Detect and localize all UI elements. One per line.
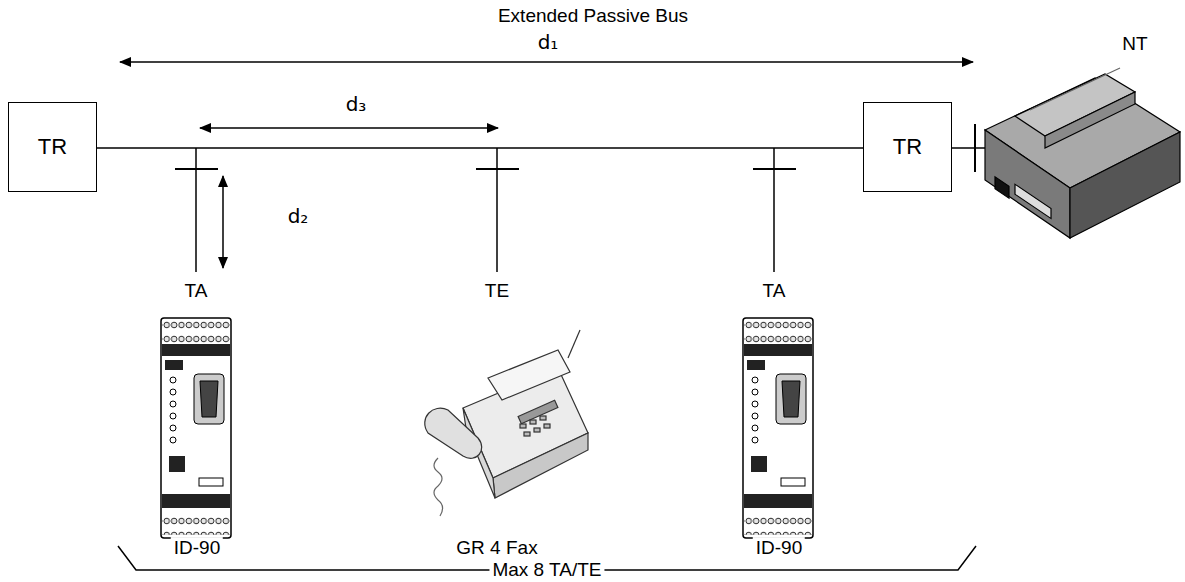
drawing-part bbox=[952, 147, 990, 149]
drawing-part bbox=[520, 424, 526, 428]
drawing-part bbox=[995, 177, 1009, 198]
drawing-part bbox=[200, 127, 498, 129]
drawing-part bbox=[540, 416, 546, 420]
drawing-part bbox=[434, 458, 443, 516]
drawing-part bbox=[120, 61, 973, 63]
drawing-part bbox=[534, 428, 540, 432]
id90-device bbox=[743, 318, 813, 538]
drawing-part bbox=[1070, 132, 1180, 238]
nt-connection bbox=[952, 124, 990, 172]
drawing-part bbox=[544, 424, 550, 428]
group-note: Max 8 TA/TE bbox=[489, 559, 604, 581]
device-name: GR 4 Fax bbox=[453, 537, 540, 559]
drawing-part bbox=[195, 148, 197, 272]
terminating-resistor-box: TR bbox=[863, 102, 952, 192]
drawing-part bbox=[974, 124, 976, 172]
drawing-part bbox=[1015, 184, 1051, 218]
bus-dimension-d1 bbox=[120, 62, 973, 63]
drawing-part bbox=[520, 416, 550, 436]
device-name: ID-90 bbox=[753, 537, 805, 559]
drawing-part bbox=[524, 432, 530, 436]
bus-line bbox=[97, 147, 863, 149]
fax-machine bbox=[425, 330, 588, 516]
drawing-part bbox=[568, 330, 580, 358]
id90-device bbox=[161, 318, 231, 538]
terminal-type-label: TE bbox=[482, 280, 512, 302]
drawing-part bbox=[773, 148, 775, 272]
terminal-type-label: TA bbox=[760, 280, 789, 302]
dimension-label: d₁ bbox=[535, 31, 562, 54]
dimension-label: d₂ bbox=[285, 205, 312, 228]
terminating-resistor-box: TR bbox=[8, 102, 97, 192]
drawing-part bbox=[1030, 68, 1120, 110]
drawing-part bbox=[493, 433, 588, 498]
drawing-part bbox=[985, 130, 1070, 238]
terminal-type-label: TA bbox=[182, 280, 211, 302]
bus-stubs bbox=[175, 148, 796, 272]
diagram-title: Extended Passive Bus bbox=[495, 5, 691, 27]
drawing-part bbox=[518, 400, 558, 424]
drawing-part bbox=[476, 168, 519, 170]
drawing-part bbox=[488, 350, 570, 400]
nt-device bbox=[985, 68, 1180, 238]
box-label: TR bbox=[893, 134, 922, 160]
drawing-part bbox=[530, 420, 536, 424]
drawing-part bbox=[1045, 92, 1135, 148]
drawing-part bbox=[753, 168, 796, 170]
dimension-label: d₃ bbox=[343, 93, 370, 116]
drop-dimension-d2 bbox=[223, 176, 224, 268]
drawing-part bbox=[222, 176, 224, 268]
drawing-part bbox=[496, 148, 498, 272]
drawing-part bbox=[425, 408, 482, 458]
box-label: TR bbox=[38, 134, 67, 160]
device-name: NT bbox=[1119, 33, 1150, 55]
device-name: ID-90 bbox=[171, 537, 223, 559]
drawing-part bbox=[175, 168, 218, 170]
stub-dimension-d3 bbox=[200, 128, 498, 129]
